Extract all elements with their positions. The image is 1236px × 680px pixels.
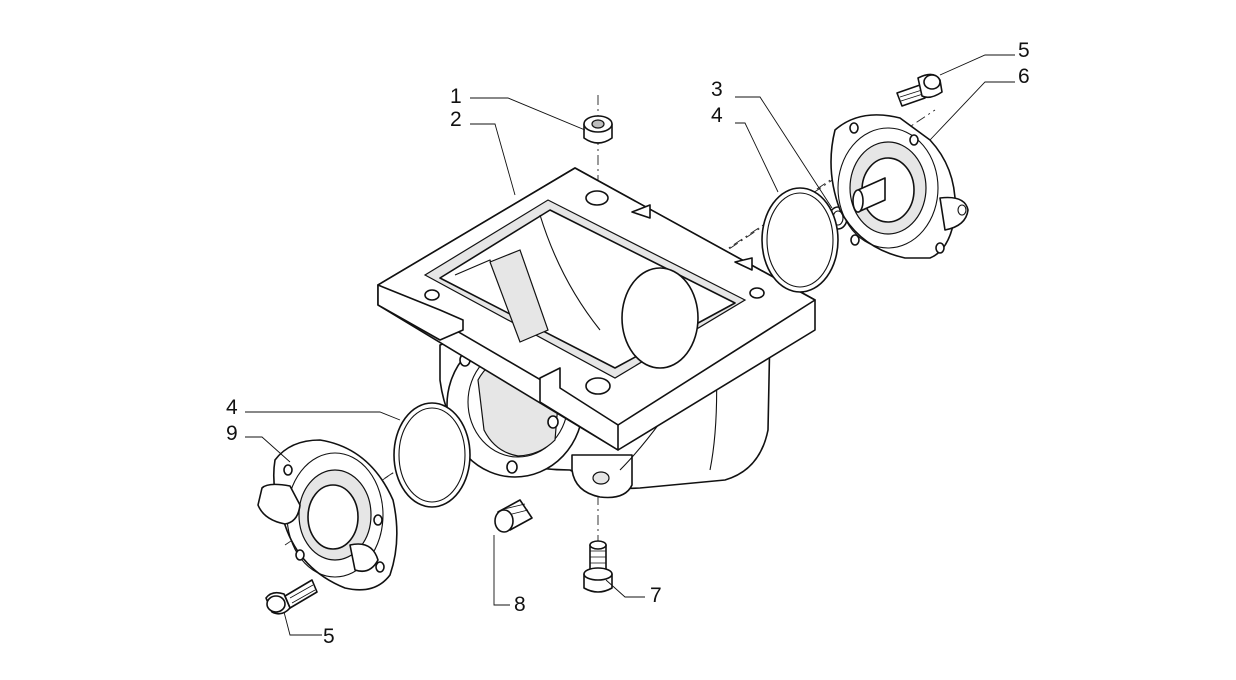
- large-o-ring-upper: [761, 187, 839, 293]
- callout-7: 7: [650, 584, 662, 607]
- top-plug: [583, 115, 613, 144]
- right-cover: [830, 114, 969, 259]
- bolt-lower: [265, 579, 318, 615]
- callout-8: 8: [514, 593, 526, 616]
- callout-5-lower: 5: [323, 625, 335, 648]
- side-plug: [494, 499, 533, 533]
- callout-5-upper: 5: [1018, 39, 1030, 62]
- callout-4-upper: 4: [711, 104, 723, 127]
- leader-lines: [245, 54, 1015, 636]
- callout-4-lower: 4: [226, 396, 238, 419]
- housing: [377, 167, 816, 499]
- bolt-upper: [896, 73, 943, 107]
- callout-9: 9: [226, 422, 238, 445]
- callout-2: 2: [450, 108, 462, 131]
- callout-6: 6: [1018, 65, 1030, 88]
- left-flange: [257, 439, 398, 591]
- callout-labels: 1 2 3 4 5 6 4 9 5 8 7: [226, 39, 1030, 648]
- callout-1: 1: [450, 85, 462, 108]
- callout-3: 3: [711, 78, 723, 101]
- large-o-ring-lower: [393, 402, 471, 508]
- bottom-bolt: [583, 540, 613, 593]
